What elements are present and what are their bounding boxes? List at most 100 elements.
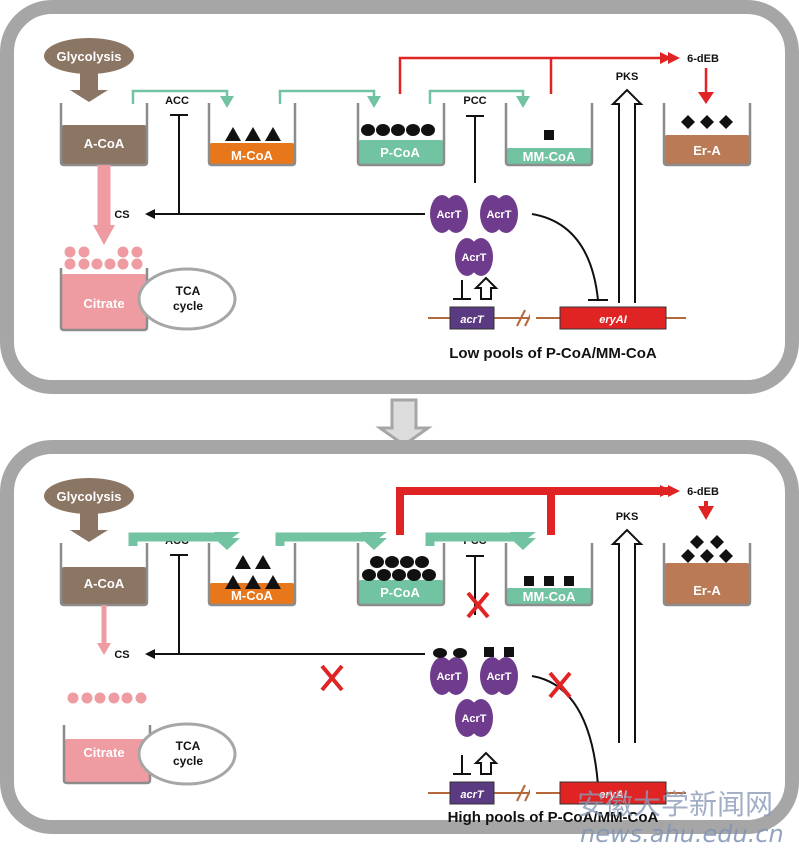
citrate-beaker-outline [62,725,152,785]
cs-flow-head [93,225,115,245]
acrt-protein-left-label: AcrT [436,209,461,221]
deb-to-era-arrowhead [698,506,714,520]
acoa-label: A-CoA [84,136,125,151]
glycolysis-label: Glycolysis [56,49,121,64]
acrt-eryai-inhibit-curve [531,213,599,301]
acrt-expression-arrow [473,276,499,300]
mcoa-beaker [207,103,297,167]
acc-flow-arrow [131,89,229,104]
citrate-dot [121,692,133,704]
mcoa-triangle [245,127,261,141]
acrt-gene-box [449,781,495,805]
acrt-protein-bottom-label: AcrT [461,713,486,725]
citrate-dot [131,258,143,270]
acc-label: ACC [165,95,189,107]
era-diamond [719,549,733,563]
citrate-dot [78,258,90,270]
era-diamond [700,115,714,129]
citrate-beaker-fill [61,274,147,330]
era-beaker-fill [664,563,750,605]
mmcoa-square [544,576,554,586]
citrate-label: Citrate [83,296,124,311]
pcoa-circle [407,569,421,581]
pcoa-circle [361,124,375,136]
pcoa-beaker-outline [356,103,446,167]
pks-flow-line [398,56,668,94]
mcoa-triangle [225,127,241,141]
cs-flow-shaft [101,605,107,647]
deb-label: 6-dEB [687,486,719,498]
citrate-dot [64,258,76,270]
pcc-flow-arrow-head [510,538,536,550]
acrt-protein-right-lobe-right [494,657,518,695]
mcoa-beaker-outline [207,543,297,607]
pcoa-circle [362,569,376,581]
pcoa-circle [376,124,390,136]
mcoa-label: M-CoA [231,588,273,603]
acrt-protein-right: AcrT [480,657,518,695]
deb-arrowhead [660,485,680,497]
pcoa-circle [377,569,391,581]
transition-arrow [375,398,433,447]
era-beaker [662,543,752,607]
acrt-protein-bottom: AcrT [455,699,493,737]
citrate-beaker-outline [59,268,149,332]
era-diamond [681,549,695,563]
citrate-beaker [62,725,152,785]
mmcoa-label: MM-CoA [523,589,576,604]
pcoa-circle [422,569,436,581]
acrt-protein-right-lobe-right [494,195,518,233]
eryai-gene-label: eryAI [599,789,627,801]
mmcoa-beaker-fill [506,148,592,165]
pcc-inhibit-blocked-x-stroke-b [466,591,490,619]
acc-flow-arrow-head2 [214,532,240,542]
era-label: Er-A [693,583,721,598]
pks-label: PKS [616,71,639,83]
acrt-gene-box [449,306,495,330]
era-beaker [662,103,752,167]
acrt-protein-bottom-lobe-right [469,238,493,276]
citrate-beaker [59,268,149,332]
deb-arrowhead [660,52,680,64]
mmcoa-beaker [504,543,594,607]
acrt-protein-right: AcrT [480,195,518,233]
citrate-dot [117,258,129,270]
pcoa-circle [370,556,384,568]
cs-flow-head [97,643,111,655]
citrate-dot [117,246,129,258]
citrate-dot [64,246,76,258]
ligand-mmcoa-square [484,647,494,657]
pcoa-beaker [356,103,446,167]
acrt-protein-bottom-label: AcrT [461,252,486,264]
acoa-beaker-fill [61,567,147,605]
era-beaker-fill [664,135,750,165]
pcoa-circle [415,556,429,568]
tca-label-line1: TCA [176,284,201,298]
pcoa-circle [392,569,406,581]
dna-break-mark [516,309,526,327]
mcoa-flow-arrow-head [361,538,387,550]
citrate-dot [135,692,147,704]
pcc-label: PCC [463,95,486,107]
cs-flow-shaft [97,165,111,227]
pks-expression-arrow [610,528,644,743]
mcoa-flow-arrow-head [367,96,381,108]
ligand-pcoa-circle [453,648,467,658]
mmcoa-beaker-outline [504,543,594,607]
mmcoa-square [524,576,534,586]
acrt-eryai-inhibit-curve [531,675,599,786]
acc-flow-arrow-head [214,538,240,550]
acrt-protein-left-lobe-right [444,195,468,233]
pks-label: PKS [616,511,639,523]
pks-expression-arrow [610,88,644,303]
ligand-pcoa-circle [433,648,447,658]
glycolysis-label: Glycolysis [56,489,121,504]
cs-label: CS [114,209,129,221]
era-beaker-outline [662,103,752,167]
mcoa-beaker-outline [207,103,297,167]
mmcoa-square [564,576,574,586]
citrate-label: Citrate [83,745,124,760]
citrate-dot [67,692,79,704]
tca-label-line2: cycle [173,754,203,768]
